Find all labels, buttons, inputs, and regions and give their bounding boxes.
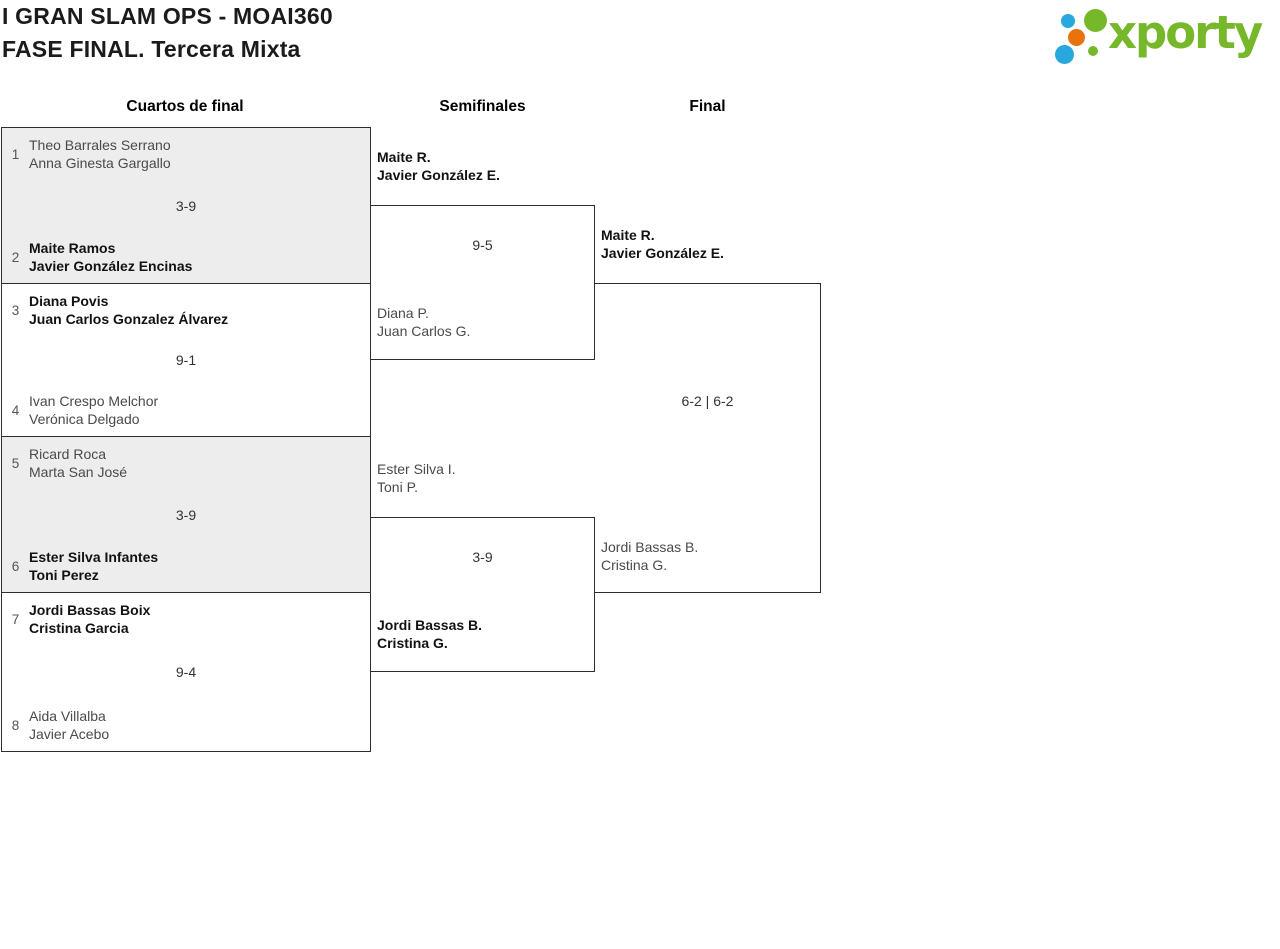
player-name: Jordi Bassas B. [601,539,699,555]
final-box [594,283,821,593]
player-name: Jordi Bassas B. [377,617,483,633]
quarterfinal-match-2: 3 Diana Povis Juan Carlos Gonzalez Álvar… [1,284,371,437]
seed-number: 1 [11,146,20,162]
column-header-semifinales: Semifinales [439,98,526,115]
player-name: Ivan Crespo Melchor [29,393,159,409]
match-score: 9-4 [175,664,197,680]
team-row: 4 Ivan Crespo Melchor Verónica Delgado [2,392,370,428]
team-row: 6 Ester Silva Infantes Toni Perez [2,548,370,584]
team-row: 2 Maite Ramos Javier González Encinas [2,239,370,275]
player-name: Maite Ramos [29,240,116,256]
page-subtitle: FASE FINAL. Tercera Mixta [2,36,301,62]
seed-number: 3 [11,302,20,318]
team-names: Jordi Bassas B. Cristina G. [377,616,482,652]
team-names: Aida Villalba Javier Acebo [29,707,109,743]
seed-number: 6 [11,558,20,574]
logo-dot-icon [1061,14,1075,28]
team-names: Ricard Roca Marta San José [29,445,127,481]
logo-dot-icon [1055,45,1074,64]
player-name: Javier González E. [377,167,500,183]
player-name: Juan Carlos G. [377,323,471,339]
match-score: 3-9 [175,197,197,214]
team-row: 7 Jordi Bassas Boix Cristina Garcia [2,601,370,637]
seed-number: 7 [11,611,20,627]
player-name: Toni P. [377,479,418,495]
player-name: Diana P. [377,305,429,321]
player-name: Toni Perez [29,567,99,583]
semifinal-2-box [370,517,595,672]
seed-number: 8 [11,717,20,733]
seed-number: 5 [11,455,20,471]
xporty-logo[interactable]: xporty [1050,0,1280,75]
team-names: Maite R. Javier González E. [601,226,724,262]
team-row: 8 Aida Villalba Javier Acebo [2,707,370,743]
seed-number: 4 [11,402,20,418]
player-name: Aida Villalba [29,708,106,724]
team-row: 1 Theo Barrales Serrano Anna Ginesta Gar… [2,136,370,172]
team-names: Theo Barrales Serrano Anna Ginesta Garga… [29,136,171,172]
team-names: Diana P. Juan Carlos G. [377,304,470,340]
quarterfinal-match-1: 1 Theo Barrales Serrano Anna Ginesta Gar… [1,127,371,284]
player-name: Anna Ginesta Gargallo [29,155,171,171]
match-score: 9-1 [175,352,197,368]
match-score: 3-9 [175,506,197,523]
seed-number: 2 [11,249,20,265]
team-names: Diana Povis Juan Carlos Gonzalez Álvarez [29,292,228,328]
player-name: Javier Acebo [29,726,110,742]
page-title: I GRAN SLAM OPS - MOAI360 [2,3,333,29]
match-score: 9-5 [472,237,493,253]
quarterfinal-match-4: 7 Jordi Bassas Boix Cristina Garcia 9-4 … [1,593,371,752]
column-header-final: Final [689,98,726,115]
team-row: 3 Diana Povis Juan Carlos Gonzalez Álvar… [2,292,370,328]
team-names: Ester Silva Infantes Toni Perez [29,548,158,584]
player-name: Ricard Roca [29,446,107,462]
player-name: Ester Silva Infantes [29,549,159,565]
match-score: 6-2 | 6-2 [681,393,734,409]
logo-dot-icon [1088,46,1098,56]
team-names: Jordi Bassas Boix Cristina Garcia [29,601,150,637]
team-names: Maite Ramos Javier González Encinas [29,239,192,275]
team-names: Maite R. Javier González E. [377,148,500,184]
team-names: Ester Silva I. Toni P. [377,460,456,496]
player-name: Maite R. [377,149,431,165]
player-name: Marta San José [29,464,128,480]
semifinal-1-box [370,205,595,360]
logo-dot-icon [1068,29,1085,46]
quarterfinal-match-3: 5 Ricard Roca Marta San José 3-9 6 Ester… [1,437,371,593]
player-name: Javier González Encinas [29,258,193,274]
logo-wordmark: xporty [1108,6,1263,59]
player-name: Theo Barrales Serrano [29,137,171,153]
match-score: 3-9 [472,549,493,565]
team-names: Ivan Crespo Melchor Verónica Delgado [29,392,158,428]
player-name: Verónica Delgado [29,411,140,427]
player-name: Cristina G. [601,557,668,573]
player-name: Juan Carlos Gonzalez Álvarez [29,311,229,327]
column-header-cuartos-de-final: Cuartos de final [126,98,244,115]
player-name: Maite R. [601,227,655,243]
player-name: Diana Povis [29,293,109,309]
player-name: Cristina G. [377,635,448,651]
team-names: Jordi Bassas B. Cristina G. [601,538,698,574]
logo-dot-icon [1084,9,1107,32]
player-name: Ester Silva I. [377,461,456,477]
player-name: Cristina Garcia [29,620,129,636]
player-name: Javier González E. [601,245,724,261]
team-row: 5 Ricard Roca Marta San José [2,445,370,481]
player-name: Jordi Bassas Boix [29,602,151,618]
